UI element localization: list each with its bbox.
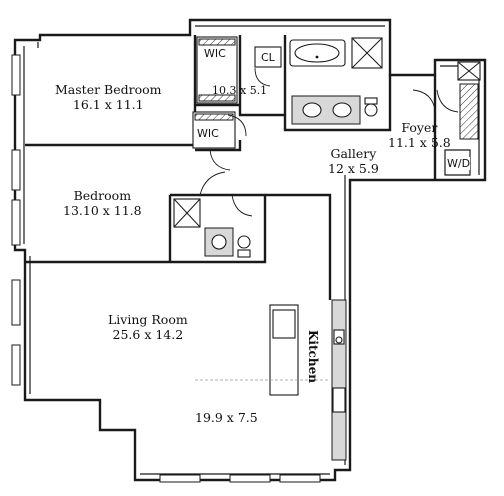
bedroom-dims: 13.10 x 11.8	[63, 203, 142, 218]
foyer-closet	[457, 61, 481, 140]
foyer-label: Foyer 11.1 x 5.8	[388, 120, 451, 150]
bedroom-label: Bedroom 13.10 x 11.8	[63, 188, 142, 218]
dining-dims: 19.9 x 7.5	[195, 410, 258, 425]
living-room-label: Living Room 25.6 x 14.2	[108, 312, 188, 342]
interior-walls	[25, 35, 471, 300]
door-swings	[199, 67, 459, 217]
gallery-dims: 12 x 5.9	[328, 161, 379, 176]
kitchen-label: Kitchen	[306, 330, 320, 383]
master-bath-dims: 10.3 x 5.1	[212, 84, 268, 97]
master-bedroom-dims: 16.1 x 11.1	[72, 97, 144, 112]
closet-tag: CL	[261, 51, 275, 64]
kitchen-fixtures	[269, 299, 347, 461]
master-bath-fixtures	[289, 37, 383, 125]
gallery-label: Gallery 12 x 5.9	[328, 146, 379, 176]
washer-dryer-tag: W/D	[447, 157, 471, 170]
living-room-dims: 25.6 x 14.2	[112, 327, 184, 342]
gallery-name: Gallery	[330, 146, 377, 161]
wic-bedroom-tag: WIC	[197, 127, 219, 140]
wic-master-tag: WIC	[204, 47, 226, 60]
master-bedroom-name: Master Bedroom	[55, 82, 162, 97]
master-bedroom-label: Master Bedroom 16.1 x 11.1	[55, 82, 162, 112]
foyer-dims: 11.1 x 5.8	[388, 135, 451, 150]
bedroom-bath-fixtures	[173, 198, 251, 258]
foyer-name: Foyer	[401, 120, 438, 135]
bedroom-name: Bedroom	[73, 188, 132, 203]
left-windows	[11, 54, 321, 483]
living-room-name: Living Room	[108, 312, 188, 327]
